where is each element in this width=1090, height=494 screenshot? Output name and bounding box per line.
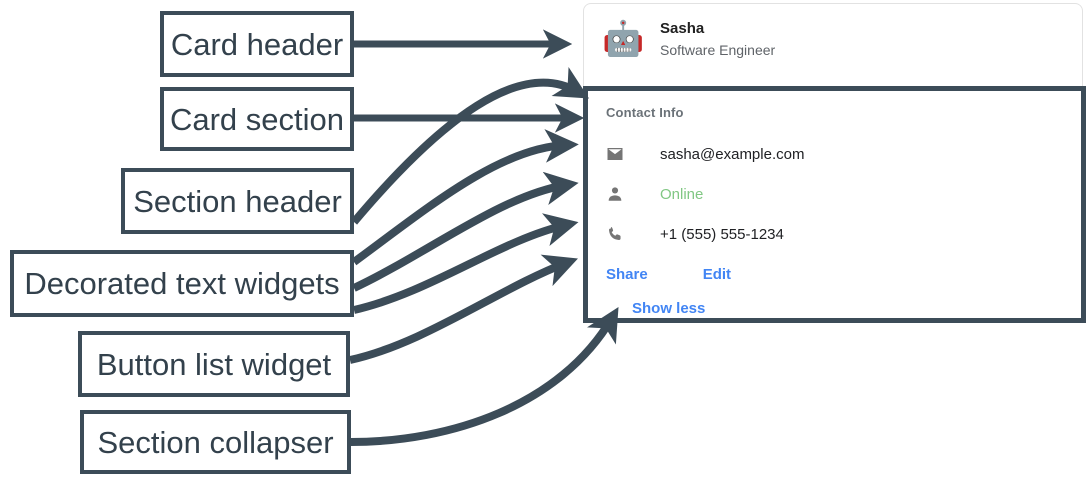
annotation-label-decorated-text-widgets: Decorated text widgets xyxy=(10,250,354,317)
annotation-text: Section header xyxy=(133,183,342,219)
card-section: Contact Info sasha@example.com xyxy=(583,86,1086,323)
annotation-label-section-collapser: Section collapser xyxy=(80,410,351,474)
edit-button[interactable]: Edit xyxy=(702,265,732,283)
phone-icon xyxy=(606,225,632,243)
annotation-text: Section collapser xyxy=(97,424,334,460)
arrow-collapser xyxy=(350,306,619,446)
annotation-text: Button list widget xyxy=(96,346,332,382)
annotation-label-card-header: Card header xyxy=(160,11,354,77)
robot-avatar-icon: 🤖 xyxy=(602,20,645,59)
arrow-button-list xyxy=(349,254,578,364)
arrow-decorated-phone xyxy=(353,213,579,314)
section-collapser: Show less xyxy=(606,292,1081,324)
annotation-text: Decorated text widgets xyxy=(24,266,340,301)
email-icon xyxy=(606,145,632,163)
phone-value: +1 (555) 555-1234 xyxy=(660,225,784,243)
card-header: 🤖 Sasha Software Engineer xyxy=(584,4,1082,60)
decorated-text-widget-email: sasha@example.com xyxy=(606,134,1081,174)
annotation-label-card-section: Card section xyxy=(160,87,354,151)
decorated-text-widget-status: Online xyxy=(606,174,1081,214)
arrow-decorated-status xyxy=(352,171,579,292)
status-value: Online xyxy=(660,185,704,203)
arrow-section-header xyxy=(350,67,590,225)
profile-card: 🤖 Sasha Software Engineer xyxy=(583,3,1083,89)
annotation-label-button-list-widget: Button list widget xyxy=(78,331,350,397)
show-less-button[interactable]: Show less xyxy=(632,299,706,317)
card-header-text: Sasha Software Engineer xyxy=(660,18,775,60)
section-header: Contact Info xyxy=(606,105,684,120)
email-value: sasha@example.com xyxy=(660,145,805,163)
card-title: Sasha xyxy=(660,20,705,37)
annotation-text: Card header xyxy=(170,26,344,62)
card-subtitle: Software Engineer xyxy=(660,41,776,58)
card-section-inner: Contact Info sasha@example.com xyxy=(588,91,1081,324)
person-icon xyxy=(606,185,632,203)
annotation-label-section-header: Section header xyxy=(121,168,354,234)
arrow-decorated-email xyxy=(351,129,579,266)
button-list-widget: Share Edit xyxy=(606,256,1081,292)
decorated-text-widget-phone: +1 (555) 555-1234 xyxy=(606,214,1081,254)
annotation-text: Card section xyxy=(169,101,345,137)
share-button[interactable]: Share xyxy=(606,265,648,283)
